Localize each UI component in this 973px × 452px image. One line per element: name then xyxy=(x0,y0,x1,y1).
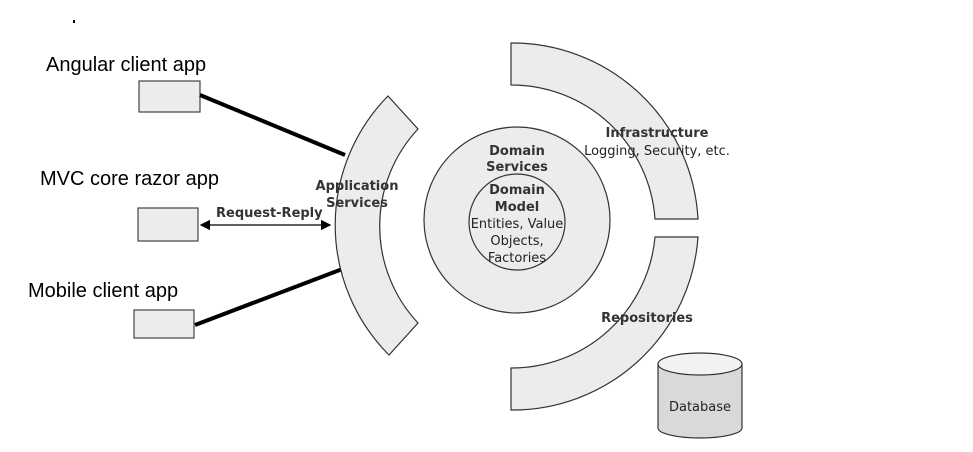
application-services-arc xyxy=(334,95,419,356)
domain-model-label-1: Domain xyxy=(489,183,545,198)
domain-model-circle xyxy=(468,173,566,271)
client-label-mvc: MVC core razor app xyxy=(40,168,219,190)
connection-line-angular xyxy=(199,93,346,157)
infrastructure-arc xyxy=(510,42,699,220)
domain-model-label-3: Entities, Value xyxy=(471,217,564,232)
client-label-mobile: Mobile client app xyxy=(28,280,178,302)
connection-line-mobile xyxy=(194,266,346,327)
repositories-label: Repositories xyxy=(601,311,693,326)
client-box-angular xyxy=(138,80,201,113)
domain-services-label-2: Services xyxy=(486,160,548,175)
client-box-mvc xyxy=(137,207,199,242)
application-services-label-2: Services xyxy=(326,196,388,211)
domain-model-label-4: Objects, xyxy=(490,234,543,249)
infrastructure-title: Infrastructure xyxy=(606,126,709,141)
stray-mark xyxy=(73,20,75,23)
database-cylinder xyxy=(657,352,743,439)
database-label: Database xyxy=(669,400,731,415)
infrastructure-subtitle: Logging, Security, etc. xyxy=(584,144,730,159)
client-box-mobile xyxy=(133,309,195,339)
domain-services-label-1: Domain xyxy=(489,144,545,159)
request-reply-label: Request-Reply xyxy=(216,206,323,221)
repositories-arc xyxy=(510,236,699,411)
client-label-angular: Angular client app xyxy=(46,54,206,76)
domain-model-label-2: Model xyxy=(495,200,539,215)
application-services-label-1: Application xyxy=(316,179,399,194)
domain-model-label-5: Factories xyxy=(488,251,546,266)
